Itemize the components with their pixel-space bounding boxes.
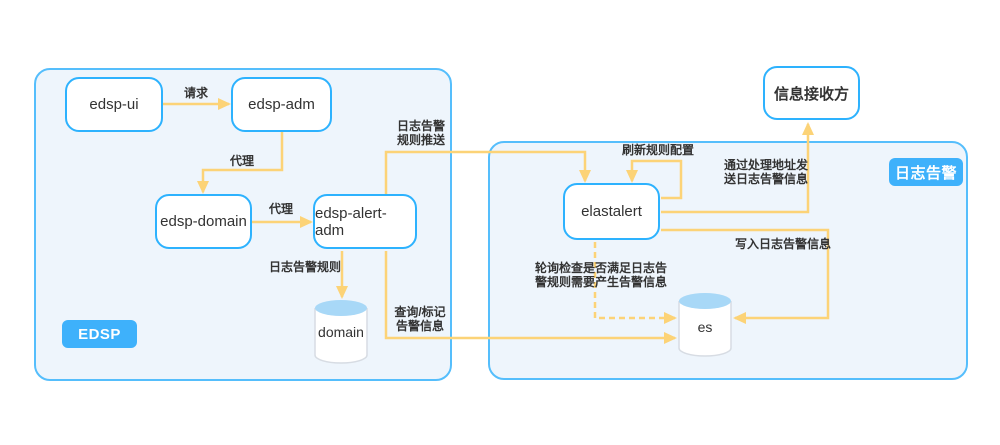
edge-label-proxy-adm: 代理 <box>229 154 254 168</box>
edge-label-send-via-address: 通过处理地址发 送日志告警信息 <box>723 158 808 187</box>
node-edsp-ui: edsp-ui <box>65 77 163 132</box>
node-edsp-domain: edsp-domain <box>155 194 252 249</box>
edge-label-proxy-domain: 代理 <box>268 202 293 216</box>
cylinder-es-label: es <box>697 319 713 335</box>
edge-label-write-alert: 写入日志告警信息 <box>734 237 831 251</box>
node-message-receiver: 信息接收方 <box>763 66 860 120</box>
edge-label-log-alert-rule: 日志告警规则 <box>268 260 341 274</box>
cylinder-domain-label: domain <box>318 324 364 340</box>
node-edsp-adm: edsp-adm <box>231 77 332 132</box>
edge-label-query-mark: 查询/标记 告警信息 <box>394 305 446 334</box>
edge-label-poll-check: 轮询检查是否满足日志告 警规则需要产生告警信息 <box>534 261 667 290</box>
edge-label-refresh-rule: 刷新规则配置 <box>621 143 694 157</box>
edge-label-rule-push: 日志告警 规则推送 <box>396 119 445 148</box>
badge-log-alert: 日志告警 <box>889 158 963 186</box>
badge-edsp: EDSP <box>62 320 137 348</box>
node-elastalert: elastalert <box>563 183 660 240</box>
node-edsp-alert-adm: edsp-alert-adm <box>313 194 417 249</box>
edge-label-request: 请求 <box>183 86 208 100</box>
